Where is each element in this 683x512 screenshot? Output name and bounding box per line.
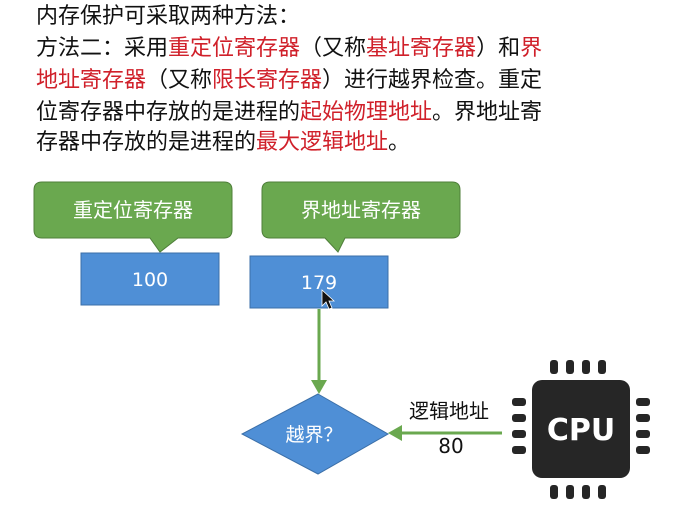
highlight-start-physical-address: 起始物理地址 xyxy=(300,100,433,125)
logical-address-label: 逻辑地址 xyxy=(409,399,489,423)
highlight-base-register: 基址寄存器 xyxy=(366,36,477,61)
intro-text: 内存保护可采取两种方法： xyxy=(36,4,301,29)
limit-value: 179 xyxy=(301,272,337,294)
text-span: （又称 xyxy=(146,68,213,93)
limit-register-bubble xyxy=(261,181,461,253)
cpu-label: CPU xyxy=(547,413,615,448)
method-line-3: 位寄存器中存放的是进程的起始物理地址。界地址寄 xyxy=(36,98,542,128)
text-span: ）进行越界检查。重定 xyxy=(322,68,543,93)
cpu-chip-icon: CPU xyxy=(512,360,650,499)
method-line-4: 存器中存放的是进程的最大逻辑地址。 xyxy=(36,128,410,158)
relocation-register-bubble xyxy=(33,181,233,253)
text-span: 存器中存放的是进程的 xyxy=(36,130,257,155)
highlight-max-logical-address: 最大逻辑地址 xyxy=(256,130,389,155)
highlight-relocation-register: 重定位寄存器 xyxy=(168,36,301,61)
highlight-limit-part: 界 xyxy=(520,36,543,61)
text-span: 位寄存器中存放的是进程的 xyxy=(36,100,301,125)
highlight-limit-register: 地址寄存器 xyxy=(36,68,147,93)
mouse-cursor-icon xyxy=(321,289,336,310)
limit-register-label: 界地址寄存器 xyxy=(301,198,421,222)
highlight-length-register: 限长寄存器 xyxy=(212,68,323,93)
relocation-value-box xyxy=(80,252,220,306)
arrow-head-left-icon xyxy=(388,425,402,441)
arrow-head-down-icon xyxy=(311,380,327,394)
bounds-check-label: 越界？ xyxy=(285,424,342,446)
logical-address-value: 80 xyxy=(438,434,463,458)
relocation-register-label: 重定位寄存器 xyxy=(73,198,193,222)
text-span: 。界地址寄 xyxy=(432,100,543,125)
method-line-1: 方法二：采用重定位寄存器（又称基址寄存器）和界 xyxy=(36,34,542,64)
relocation-value: 100 xyxy=(132,269,168,291)
intro-line: 内存保护可采取两种方法： xyxy=(36,2,300,32)
text-span: ）和 xyxy=(476,36,521,61)
text-span: （又称 xyxy=(300,36,367,61)
text-span: 。 xyxy=(388,130,411,155)
limit-value-box xyxy=(249,255,389,309)
bounds-check-diamond xyxy=(240,393,390,475)
method-line-2: 地址寄存器（又称限长寄存器）进行越界检查。重定 xyxy=(36,66,542,96)
text-span: 方法二：采用 xyxy=(36,36,169,61)
